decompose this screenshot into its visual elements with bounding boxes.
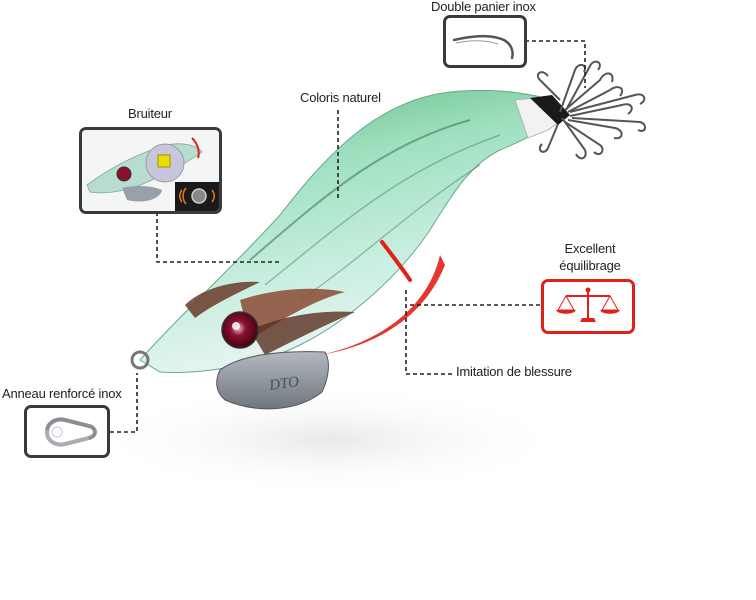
lure-eye-icon bbox=[221, 311, 259, 349]
feather-fins bbox=[185, 281, 355, 355]
hook-basket bbox=[536, 60, 646, 160]
rattle-detail-image bbox=[82, 130, 219, 211]
tail-black-band bbox=[530, 95, 570, 125]
label-coloris: Coloris naturel bbox=[300, 90, 381, 105]
lure-shadow bbox=[90, 385, 570, 495]
sinker-weight bbox=[216, 351, 329, 410]
label-imitation: Imitation de blessure bbox=[456, 364, 572, 379]
balance-scale-icon bbox=[556, 287, 620, 322]
callout-leaders bbox=[110, 40, 586, 433]
callout-hook-detail bbox=[443, 15, 527, 68]
label-equilibrage-word: équilibrage bbox=[559, 258, 621, 273]
label-anneau: Anneau renforcé inox bbox=[2, 386, 122, 401]
label-bruiteur: Bruiteur bbox=[128, 106, 172, 121]
callout-balance bbox=[541, 279, 635, 334]
label-excellent: Excellent bbox=[564, 241, 616, 256]
wound-mark bbox=[380, 240, 412, 282]
callout-ring-detail bbox=[24, 405, 110, 458]
label-equilibrage: Excellent équilibrage bbox=[555, 240, 625, 274]
hook-icon bbox=[452, 35, 514, 60]
callout-rattle-detail bbox=[79, 127, 222, 214]
weight-brand-text: DTO bbox=[267, 374, 300, 394]
ring-icon bbox=[45, 417, 97, 447]
label-double-panier: Double panier inox bbox=[431, 0, 536, 14]
nose-ring-icon bbox=[130, 350, 150, 370]
